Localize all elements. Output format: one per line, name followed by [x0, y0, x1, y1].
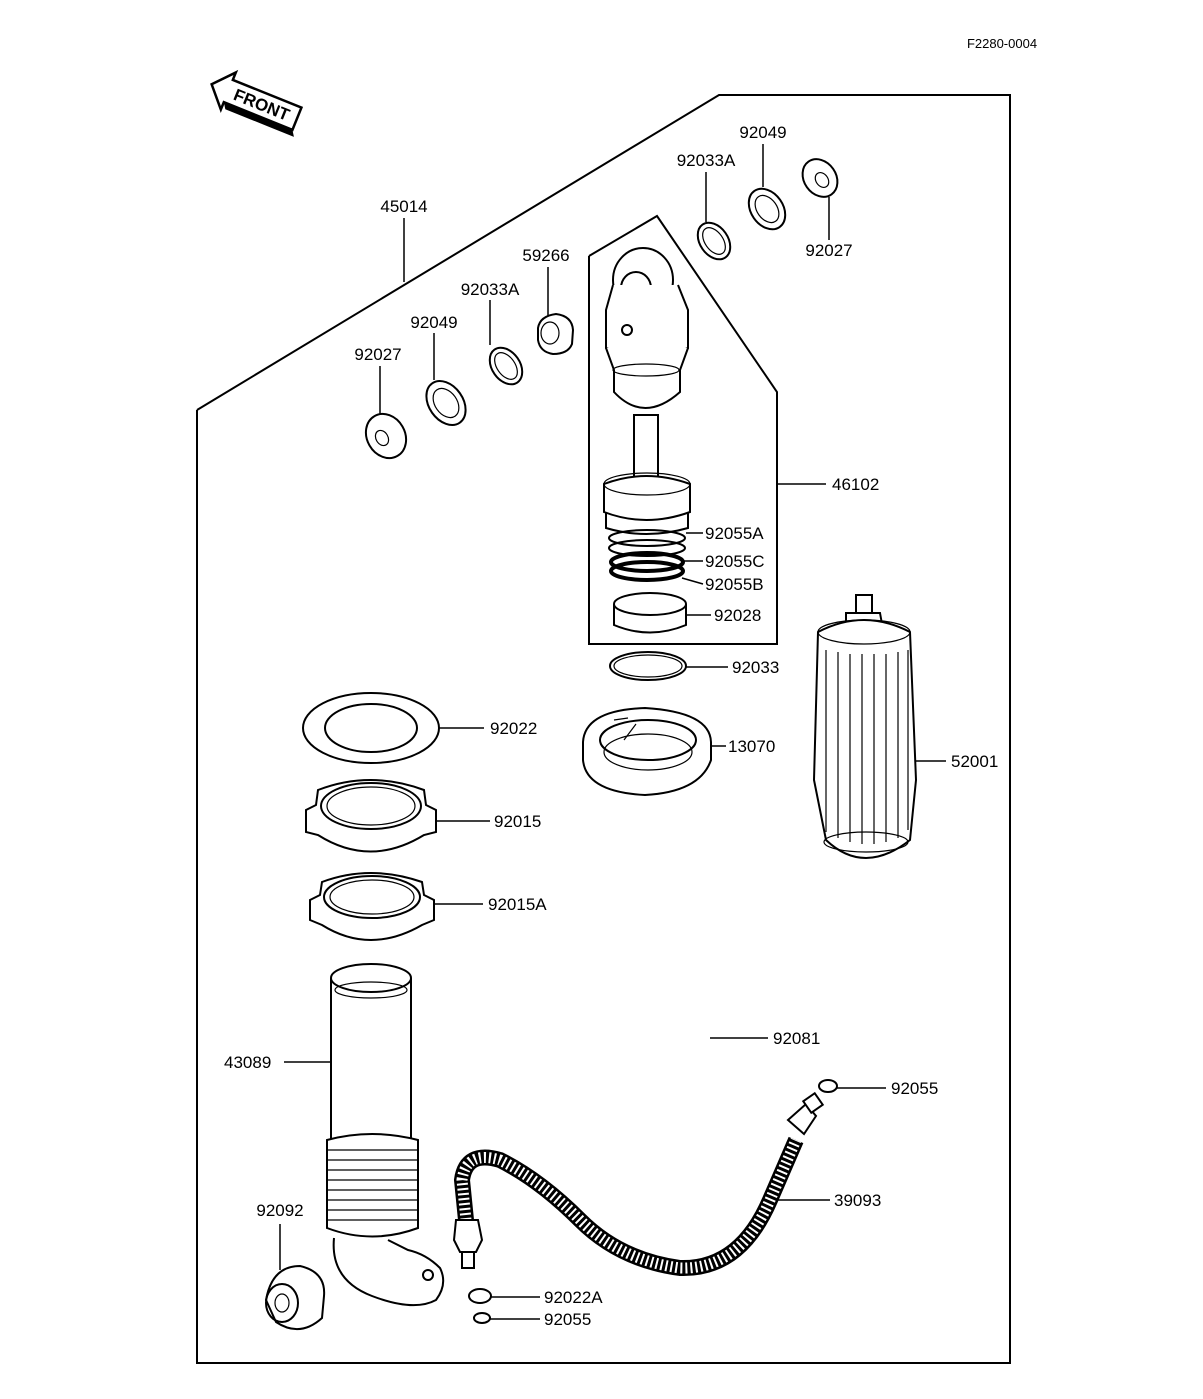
damper-rod-46102-drawing	[603, 247, 691, 582]
coil-spring-92081-drawing	[575, 807, 713, 1197]
part-label-92055-right: 92055	[891, 1079, 938, 1098]
part-label-92049-top: 92049	[739, 123, 786, 142]
part-label-92049-left: 92049	[410, 313, 457, 332]
part-label-46102: 46102	[832, 475, 879, 494]
part-label-13070: 13070	[728, 737, 775, 756]
collar-92027-left-drawing	[364, 412, 408, 460]
figure-code: F2280-0004	[967, 36, 1037, 51]
part-label-92033A-top: 92033A	[677, 151, 736, 170]
circlip-92033A-left-drawing	[488, 346, 524, 386]
washer-92049-top-drawing	[747, 187, 787, 231]
part-label-92015: 92015	[494, 812, 541, 831]
bushing-92092-drawing	[264, 1264, 326, 1330]
part-label-52001: 52001	[951, 752, 998, 771]
part-label-92015A: 92015A	[488, 895, 547, 914]
seal-92022A-drawing	[468, 1288, 492, 1304]
washer-92022-drawing	[302, 692, 440, 764]
part-label-92055A: 92055A	[705, 524, 764, 543]
lock-nut-92015A-drawing	[309, 872, 435, 941]
washer-92049-left-drawing	[425, 380, 467, 426]
part-label-92081: 92081	[773, 1029, 820, 1048]
lock-nut-92015-drawing	[305, 779, 437, 853]
oring-92055-right-drawing	[818, 1079, 838, 1093]
part-label-92022A: 92022A	[544, 1288, 603, 1307]
assembly-frame-inner	[588, 214, 778, 645]
part-label-92092: 92092	[256, 1201, 303, 1220]
front-arrow-icon: FRONT	[210, 69, 304, 137]
bushing-59266-drawing	[537, 312, 575, 356]
shock-body-43089-drawing	[326, 963, 445, 1307]
part-label-92033: 92033	[732, 658, 779, 677]
reservoir-52001-drawing	[812, 594, 918, 859]
part-label-92055C: 92055C	[705, 552, 765, 571]
part-label-92027-left: 92027	[354, 345, 401, 364]
part-label-92055-bottom: 92055	[544, 1310, 591, 1329]
part-label-92022: 92022	[490, 719, 537, 738]
hose-39093-drawing	[452, 1091, 825, 1277]
part-label-39093: 39093	[834, 1191, 881, 1210]
leader-lines	[279, 144, 946, 1320]
oring-92055-bottom-drawing	[473, 1312, 491, 1324]
part-label-45014: 45014	[380, 197, 427, 216]
part-label-92027-top: 92027	[805, 241, 852, 260]
part-label-92033A-left: 92033A	[461, 280, 520, 299]
part-label-92028: 92028	[714, 606, 761, 625]
spring-seat-13070-drawing	[582, 706, 712, 797]
snap-ring-92033-drawing	[609, 651, 687, 681]
circlip-92033A-top-drawing	[696, 221, 732, 261]
part-label-59266: 59266	[522, 246, 569, 265]
assembly-frame-outer	[196, 94, 1011, 1364]
ring-92028-drawing	[613, 592, 687, 634]
part-label-92055B: 92055B	[705, 575, 764, 594]
collar-92027-top-drawing	[801, 158, 839, 198]
part-label-43089: 43089	[224, 1053, 271, 1072]
